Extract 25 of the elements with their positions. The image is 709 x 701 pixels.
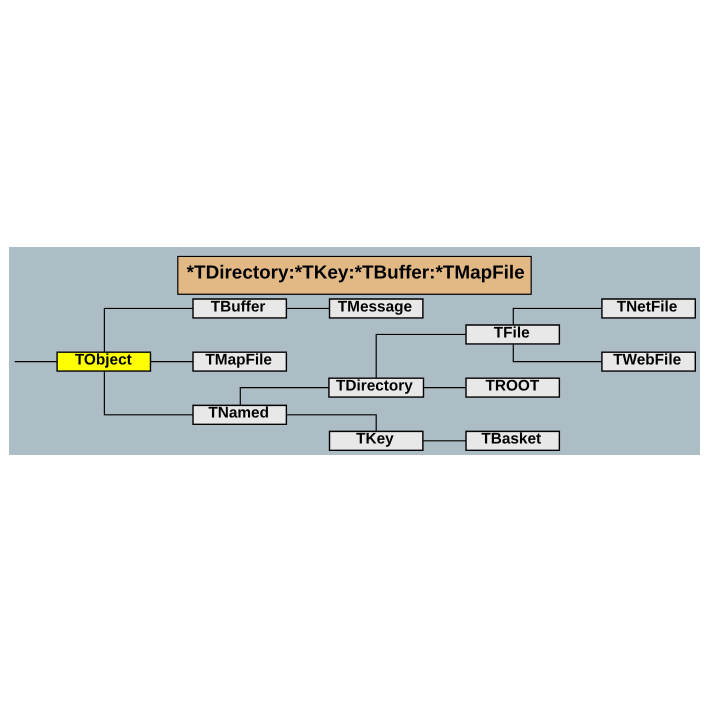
connector	[512, 343, 602, 362]
node-box: TMessage	[328, 298, 424, 318]
node-box: TBasket	[465, 430, 560, 450]
node-box: TROOT	[465, 376, 560, 398]
diagram-title: *TDirectory:*TKey:*TBuffer:*TMapFile	[186, 262, 525, 284]
node-box: TBuffer	[192, 298, 288, 318]
connector	[14, 360, 57, 362]
connector	[512, 307, 602, 324]
connector	[376, 333, 466, 378]
connector	[286, 414, 377, 431]
connector	[104, 370, 193, 415]
connector	[240, 386, 329, 405]
connector	[104, 307, 193, 352]
node-box: TMapFile	[192, 350, 288, 372]
node-box: TWebFile	[601, 350, 696, 372]
node-box: TFile	[465, 324, 560, 344]
connector	[286, 307, 330, 309]
node-box: TNetFile	[601, 298, 696, 318]
node-box: TDirectory	[328, 376, 424, 398]
node-box: TObject	[56, 350, 152, 372]
node-box: TNamed	[192, 404, 288, 424]
connector	[423, 440, 466, 441]
node-box: TKey	[328, 430, 424, 450]
connector	[150, 360, 193, 362]
connector	[424, 386, 466, 388]
